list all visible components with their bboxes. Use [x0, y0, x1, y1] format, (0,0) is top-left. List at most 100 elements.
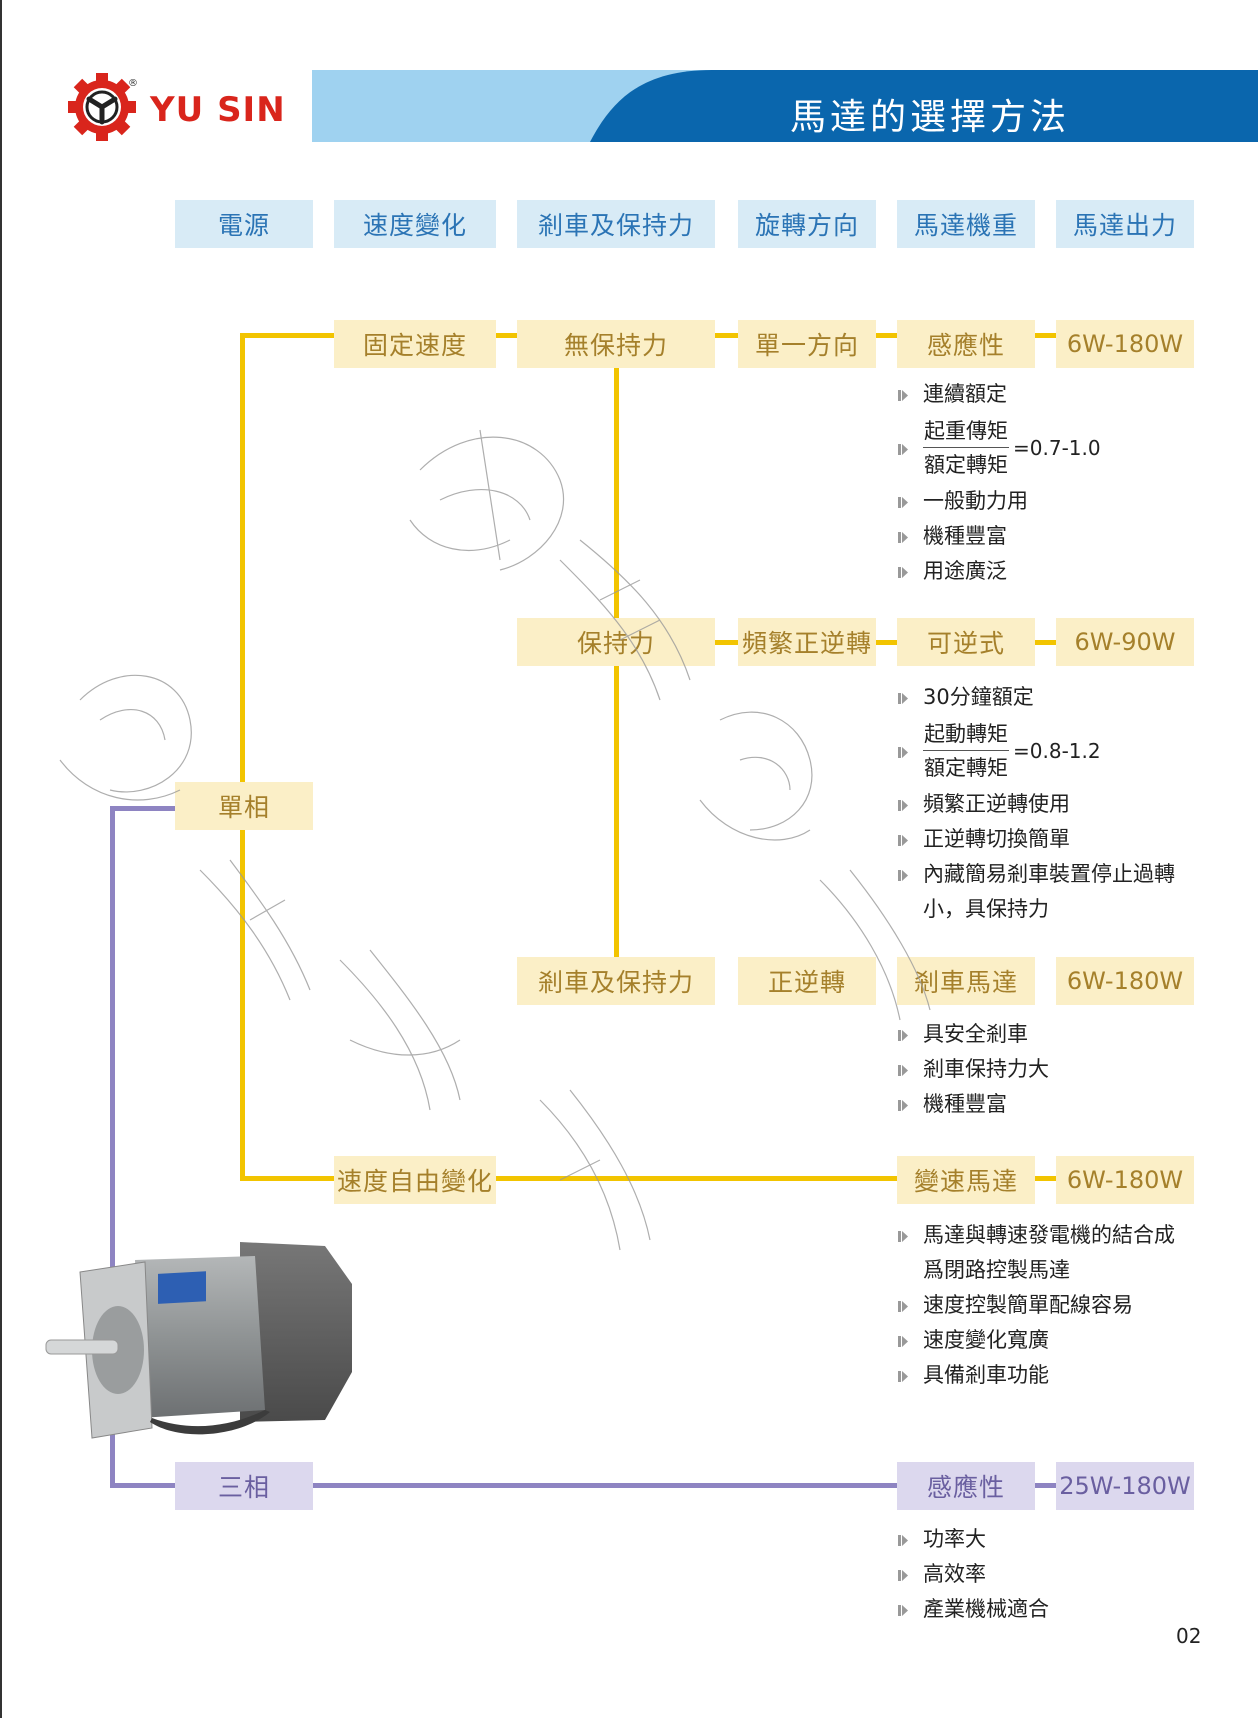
list-item: 速度變化寬廣: [896, 1323, 1175, 1358]
node-forward-reverse: 正逆轉: [738, 957, 876, 1005]
three-phase-connector-line: [110, 1483, 176, 1488]
bullet-arrow-icon: [898, 444, 908, 455]
bullet-arrow-icon: [898, 390, 908, 401]
bullet-arrow-icon: [898, 1336, 908, 1347]
three-phase-connector-line: [1035, 1483, 1057, 1488]
motor-type-reversible: 可逆式: [897, 618, 1035, 666]
registered-mark: ®: [128, 78, 138, 89]
connector-line: [1035, 1176, 1057, 1181]
motor-output-induction: 6W-180W: [1056, 320, 1194, 368]
node-no-holding: 無保持力: [517, 320, 715, 368]
bullet-arrow-icon: [898, 1570, 908, 1581]
column-header-brake-holding: 剎車及保持力: [517, 200, 715, 248]
node-variable-speed: 速度自由變化: [334, 1156, 496, 1204]
motor-output-reversible: 6W-90W: [1056, 618, 1194, 666]
three-phase-connector-line: [110, 806, 115, 1488]
motor-product-icon: [45, 1242, 352, 1439]
connector-line: [715, 640, 738, 645]
brand-name: YU SIN: [150, 90, 286, 130]
torque-ratio-value: =0.8-1.2: [1013, 739, 1101, 763]
list-item: 一般動力用: [896, 484, 1101, 519]
column-header-speed-change: 速度變化: [334, 200, 496, 248]
connector-line: [715, 333, 738, 338]
bullet-arrow-icon: [898, 567, 908, 578]
node-brake-holding: 剎車及保持力: [517, 957, 715, 1005]
bullet-arrow-icon: [898, 1100, 908, 1111]
node-three-phase: 三相: [175, 1462, 313, 1510]
feature-list-induction: 連續額定 起重傳矩額定轉矩=0.7-1.0 一般動力用 機種豐富 用途廣泛: [896, 377, 1101, 589]
bullet-arrow-icon: [898, 532, 908, 543]
motor-type-variable-speed: 變速馬達: [897, 1156, 1035, 1204]
fraction-denominator: 額定轉矩: [924, 755, 1008, 780]
motor-type-brake: 剎車馬達: [897, 957, 1035, 1005]
node-one-direction: 單一方向: [738, 320, 876, 368]
list-item: 剎車保持力大: [896, 1052, 1049, 1087]
list-item: 高效率: [896, 1557, 1049, 1592]
list-item: 30分鐘額定: [896, 680, 1175, 715]
connector-line: [1035, 333, 1057, 338]
connector-line: [240, 333, 335, 338]
node-holding: 保持力: [517, 618, 715, 666]
bullet-arrow-icon: [898, 1030, 908, 1041]
bullet-arrow-icon: [898, 497, 908, 508]
list-item: 機種豐富: [896, 1087, 1049, 1122]
feature-list-reversible: 30分鐘額定 起動轉矩額定轉矩=0.8-1.2 頻繁正逆轉使用 正逆轉切換簡單 …: [896, 680, 1175, 927]
bullet-arrow-icon: [898, 835, 908, 846]
list-item: 連續額定: [896, 377, 1101, 412]
bullet-arrow-icon: [898, 1535, 908, 1546]
list-item: 正逆轉切換簡單: [896, 822, 1175, 857]
page-number: 02: [1176, 1624, 1202, 1648]
list-item: 功率大: [896, 1522, 1049, 1557]
list-item: 機種豐富: [896, 519, 1101, 554]
fraction-numerator: 起重傳矩: [923, 415, 1009, 448]
bullet-arrow-icon: [898, 870, 908, 881]
fraction-numerator: 起動轉矩: [923, 718, 1009, 751]
bullet-arrow-icon: [898, 1371, 908, 1382]
list-item: 速度控製簡單配線容易: [896, 1288, 1175, 1323]
motor-output-brake: 6W-180W: [1056, 957, 1194, 1005]
list-item-continuation: 小，具保持力: [923, 897, 1049, 921]
torque-ratio-item: 起重傳矩額定轉矩=0.7-1.0: [896, 412, 1101, 484]
list-item: 具安全剎車: [896, 1017, 1049, 1052]
list-item: 具備剎車功能: [896, 1358, 1175, 1393]
connector-line: [240, 1176, 335, 1181]
bullet-arrow-icon: [898, 1301, 908, 1312]
feature-list-variable-speed: 馬達與轉速發電機的結合成 爲閉路控製馬達 速度控製簡單配線容易 速度變化寬廣 具…: [896, 1218, 1175, 1393]
three-phase-connector-line: [110, 806, 176, 811]
bullet-arrow-icon: [898, 1231, 908, 1242]
torque-ratio-item: 起動轉矩額定轉矩=0.8-1.2: [896, 715, 1175, 787]
connector-line: [1035, 640, 1057, 645]
three-phase-connector-line: [313, 1483, 898, 1488]
bullet-arrow-icon: [898, 1605, 908, 1616]
motor-type-three-phase-induction: 感應性: [897, 1462, 1035, 1510]
bullet-arrow-icon: [898, 800, 908, 811]
column-header-rotation: 旋轉方向: [738, 200, 876, 248]
node-fixed-speed: 固定速度: [334, 320, 496, 368]
page-title: 馬達的選擇方法: [789, 97, 1070, 138]
motor-type-induction: 感應性: [897, 320, 1035, 368]
list-item-continuation: 爲閉路控製馬達: [923, 1258, 1070, 1282]
column-header-motor-output: 馬達出力: [1056, 200, 1194, 248]
motor-output-three-phase: 25W-180W: [1056, 1462, 1194, 1510]
list-item: 馬達與轉速發電機的結合成: [896, 1218, 1175, 1253]
connector-line: [496, 333, 518, 338]
yu-sin-logo-icon: ®: [68, 73, 138, 141]
connector-line: [876, 640, 898, 645]
bullet-arrow-icon: [898, 747, 908, 758]
list-item: 產業機械適合: [896, 1592, 1049, 1627]
bullet-arrow-icon: [898, 693, 908, 704]
list-item: 頻繁正逆轉使用: [896, 787, 1175, 822]
bullet-arrow-icon: [898, 1065, 908, 1076]
fraction-denominator: 額定轉矩: [924, 452, 1008, 477]
node-frequent-reverse: 頻繁正逆轉: [738, 618, 876, 666]
title-banner: [312, 70, 1258, 142]
feature-list-three-phase: 功率大 高效率 產業機械適合: [896, 1522, 1049, 1627]
connector-line: [240, 333, 245, 1181]
connector-line: [496, 1176, 898, 1181]
column-header-power-source: 電源: [175, 200, 313, 248]
torque-ratio-value: =0.7-1.0: [1013, 436, 1101, 460]
page-frame-edge: [0, 0, 2, 1718]
connector-line: [876, 333, 898, 338]
motor-output-variable-speed: 6W-180W: [1056, 1156, 1194, 1204]
feature-list-brake: 具安全剎車 剎車保持力大 機種豐富: [896, 1017, 1049, 1122]
